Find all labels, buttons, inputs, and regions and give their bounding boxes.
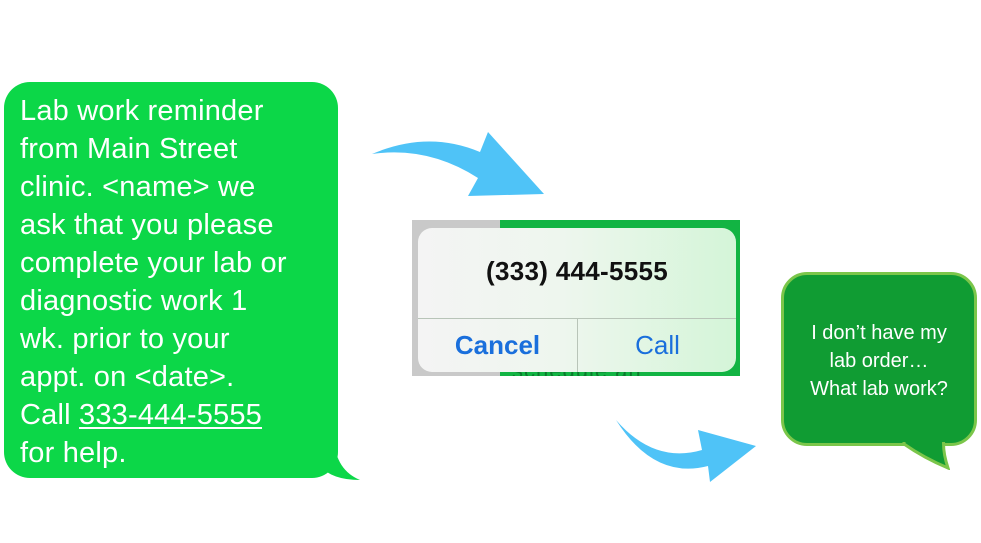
sms-reminder-bubble: Lab work reminder from Main Street clini…: [4, 82, 338, 478]
reply-bubble-tail: [900, 436, 950, 470]
reply-bubble: I don’t have my lab order… What lab work…: [781, 272, 977, 446]
sms-text-after-link: for help.: [20, 437, 127, 469]
phone-number-link[interactable]: 333-444-5555: [79, 399, 263, 431]
sms-bubble-tail: [320, 440, 360, 480]
reply-text: I don’t have my lab order… What lab work…: [810, 322, 948, 400]
curved-arrow-icon: [616, 420, 756, 482]
call-button[interactable]: Call: [635, 330, 680, 360]
dialog-button-divider: [577, 318, 578, 372]
call-dialog-screenshot: schedule an (333) 444-5555 Cancel Call: [412, 220, 740, 376]
sms-reminder-text: Lab work reminder from Main Street clini…: [20, 92, 324, 472]
sms-text-before-link: Lab work reminder from Main Street clini…: [20, 95, 287, 431]
dialog-phone-number: (333) 444-5555: [486, 256, 668, 286]
call-alert: (333) 444-5555 Cancel Call: [418, 228, 736, 372]
curved-arrow-icon: [372, 132, 544, 196]
cancel-button[interactable]: Cancel: [454, 330, 541, 360]
